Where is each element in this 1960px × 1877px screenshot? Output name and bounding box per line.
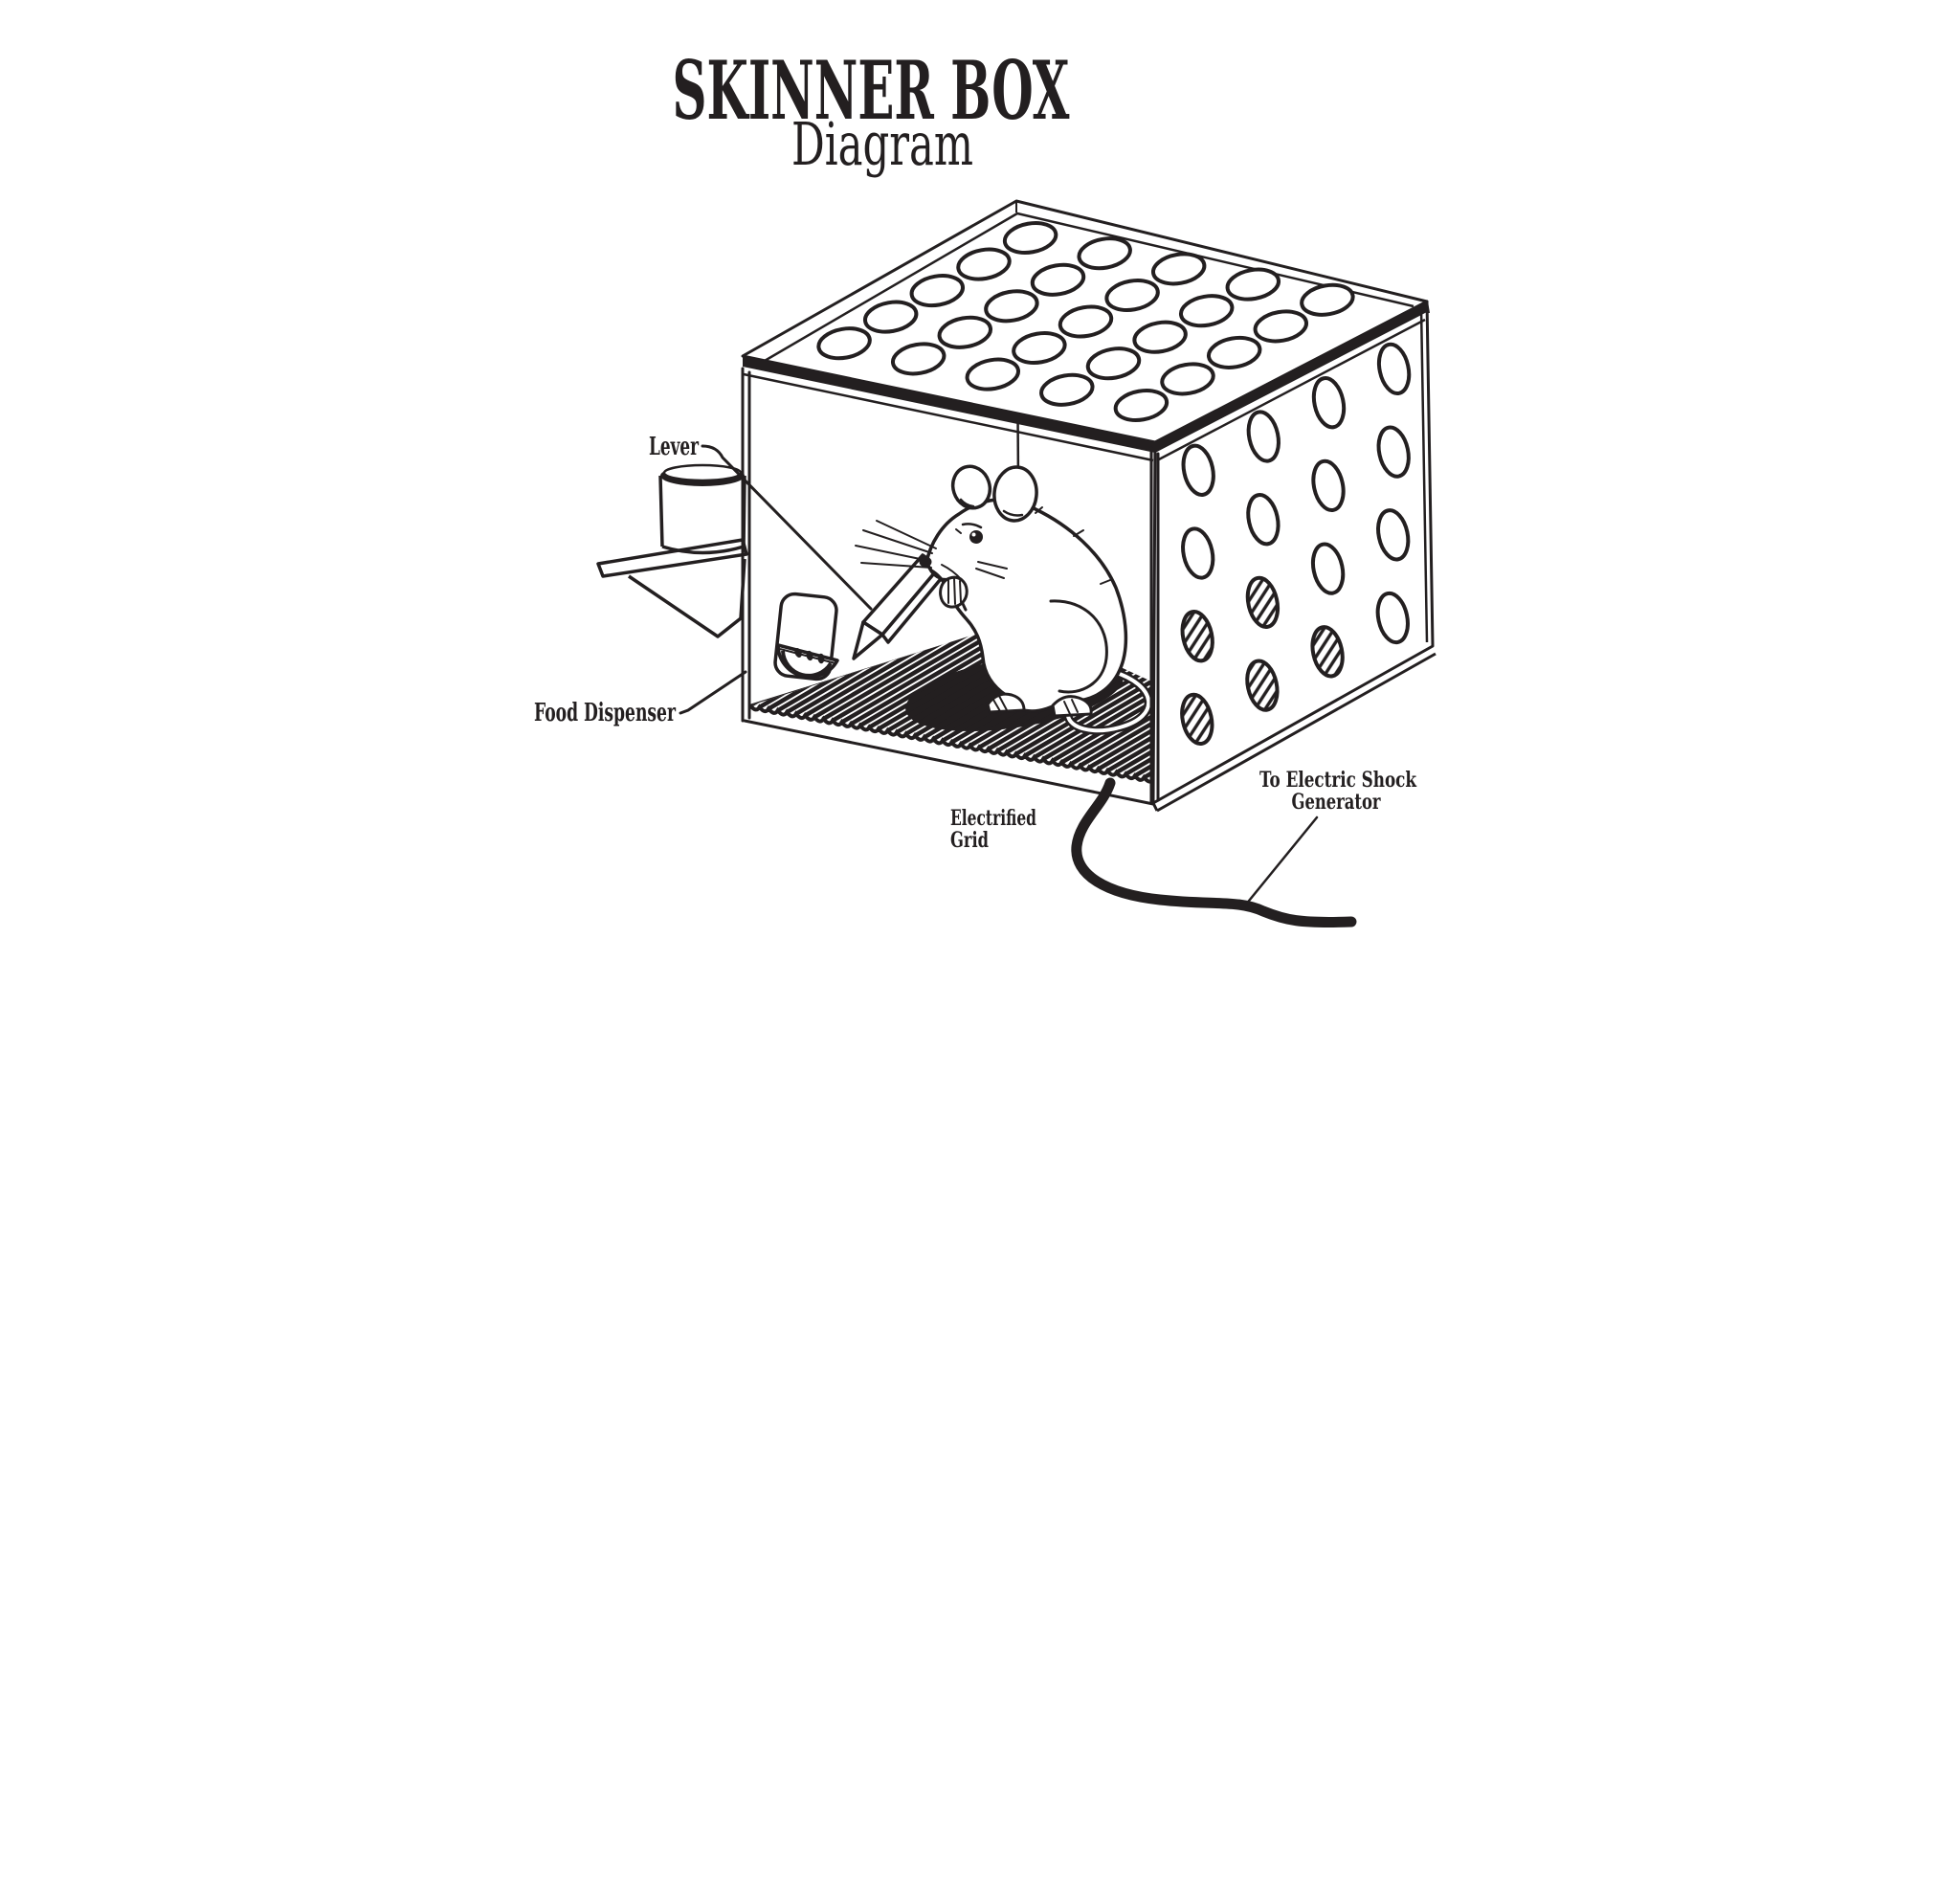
mouse-eye [969, 530, 983, 544]
box-lid [741, 199, 1430, 462]
food-port [773, 592, 839, 682]
mouse [855, 464, 1153, 735]
side-air-holes [1180, 342, 1412, 747]
label-shock-generator-2: Generator [1292, 790, 1381, 815]
apple-slice-icon [776, 643, 839, 679]
skinner-box-diagram: SKINNER BOX Diagram Lever Food Dispenser… [534, 43, 1437, 927]
shock-wire [1071, 777, 1357, 927]
label-electrified-grid-2: Grid [950, 828, 989, 853]
mouse-whiskers [855, 520, 1008, 579]
mouse-ear-right [992, 465, 1038, 523]
mouse-foot-front [986, 692, 1026, 714]
label-food-dispenser: Food Dispenser [534, 699, 676, 727]
dispenser-shelf [596, 538, 748, 578]
page-subtitle: Diagram [791, 109, 973, 179]
lid-front-band-left [743, 356, 1155, 453]
mouse-ear-left [950, 464, 992, 510]
box-outer-edges [741, 367, 1160, 806]
page-title: SKINNER BOX [673, 43, 1070, 138]
mouse-nose [919, 556, 932, 568]
grid-front-edge [748, 704, 1155, 784]
mouse-haunch [1049, 599, 1108, 694]
dispenser-cylinder [658, 463, 746, 555]
skinner-box-diagram-page: SKINNER BOX Diagram Lever Food Dispenser… [490, 0, 1470, 938]
food-dispenser-leader [679, 670, 747, 715]
label-electrified-grid-1: Electrified [950, 806, 1036, 831]
mouse-fur-ticks [1035, 506, 1111, 585]
mouse-foot-hind [1051, 695, 1093, 718]
mouse-brow [961, 523, 983, 529]
lid-front-band-right [1155, 302, 1427, 453]
leader-lines [679, 444, 1319, 907]
food-dispenser [596, 463, 748, 638]
shock-leader [1243, 816, 1319, 907]
label-shock-generator-1: To Electric Shock [1259, 768, 1417, 793]
lever-leader [701, 444, 873, 611]
label-lever: Lever [649, 433, 699, 461]
top-air-holes [816, 221, 1355, 422]
